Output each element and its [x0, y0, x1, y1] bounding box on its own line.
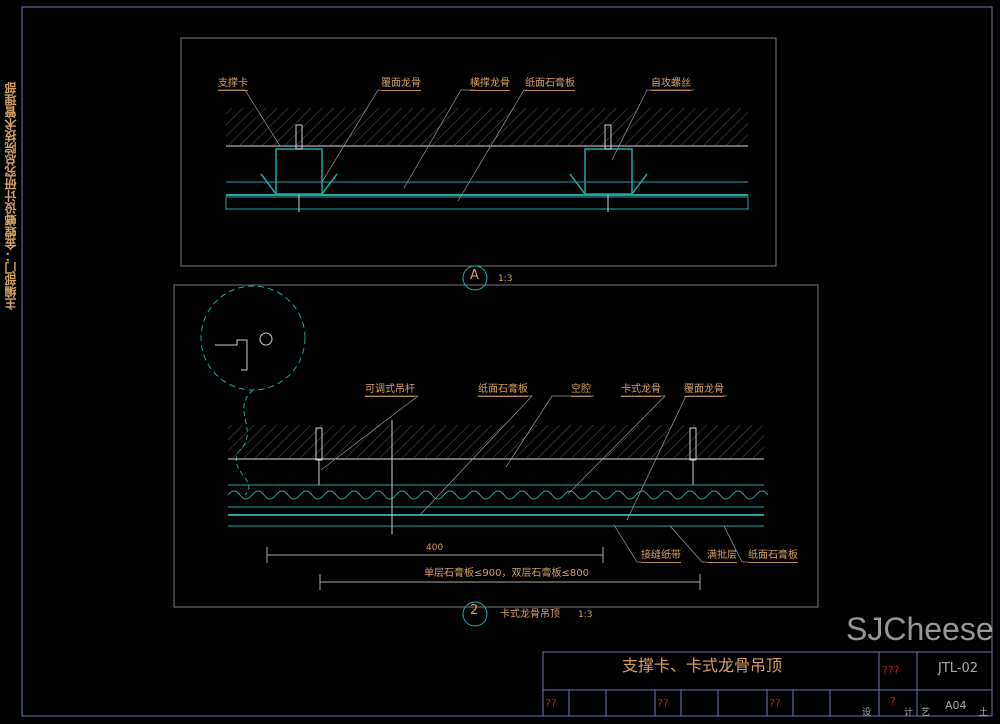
label-hanger-rod: 可调式吊杆: [365, 384, 415, 397]
label-cover-keel: 覆面龙骨: [684, 384, 724, 397]
detail-a-scale: 1:3: [498, 274, 513, 284]
drawing-title: 支撑卡、卡式龙骨吊顶: [622, 656, 783, 675]
detail-2-marker: 2: [470, 603, 479, 618]
label-support-clip: 支撑卡: [218, 78, 248, 91]
watermark: SJCheese: [846, 611, 994, 647]
panel-2-frame: [173, 284, 819, 608]
detail-2-title: 卡式龙骨吊顶: [500, 609, 560, 620]
sheet-number: A04: [945, 699, 967, 712]
drawing-code: JTL-02: [938, 661, 979, 676]
b-label: 土: [979, 708, 989, 718]
label-gypsum-board: 纸面石膏板: [478, 384, 528, 397]
label-putty-layer: 满批层: [707, 550, 737, 563]
detail-2-scale: 1:3: [578, 610, 593, 620]
panel-a-frame: [180, 37, 777, 267]
label-cross-keel: 横撑龙骨: [470, 78, 510, 91]
sheet-frame: [21, 6, 993, 717]
a-label: 艺: [921, 708, 931, 718]
label-joint-tape: 接缝纸带: [641, 550, 681, 563]
label-gypsum-board-2: 纸面石膏板: [748, 550, 798, 563]
cell-1: ??: [545, 697, 557, 710]
cell-3: ??: [769, 697, 781, 710]
dimension-note: 单层石膏板≤900，双层石膏板≤800: [424, 568, 589, 579]
design-label: 设: [862, 708, 872, 718]
calc-label: 计: [904, 708, 914, 718]
side-caption: 主编部门：金螳螂设计研究总院技术管理部: [4, 82, 18, 310]
label-cover-keel: 覆面龙骨: [381, 78, 421, 91]
label-screw: 自攻螺丝: [651, 78, 691, 91]
unknown-field: ???: [882, 664, 900, 677]
dimension-400: 400: [426, 543, 444, 553]
cell-2: ??: [657, 697, 669, 710]
label-gypsum-board: 纸面石膏板: [525, 78, 575, 91]
cell-4: ?: [890, 695, 896, 708]
detail-a-marker: A: [470, 268, 479, 283]
label-clip-keel: 卡式龙骨: [621, 384, 661, 397]
label-cavity: 空腔: [571, 384, 591, 397]
